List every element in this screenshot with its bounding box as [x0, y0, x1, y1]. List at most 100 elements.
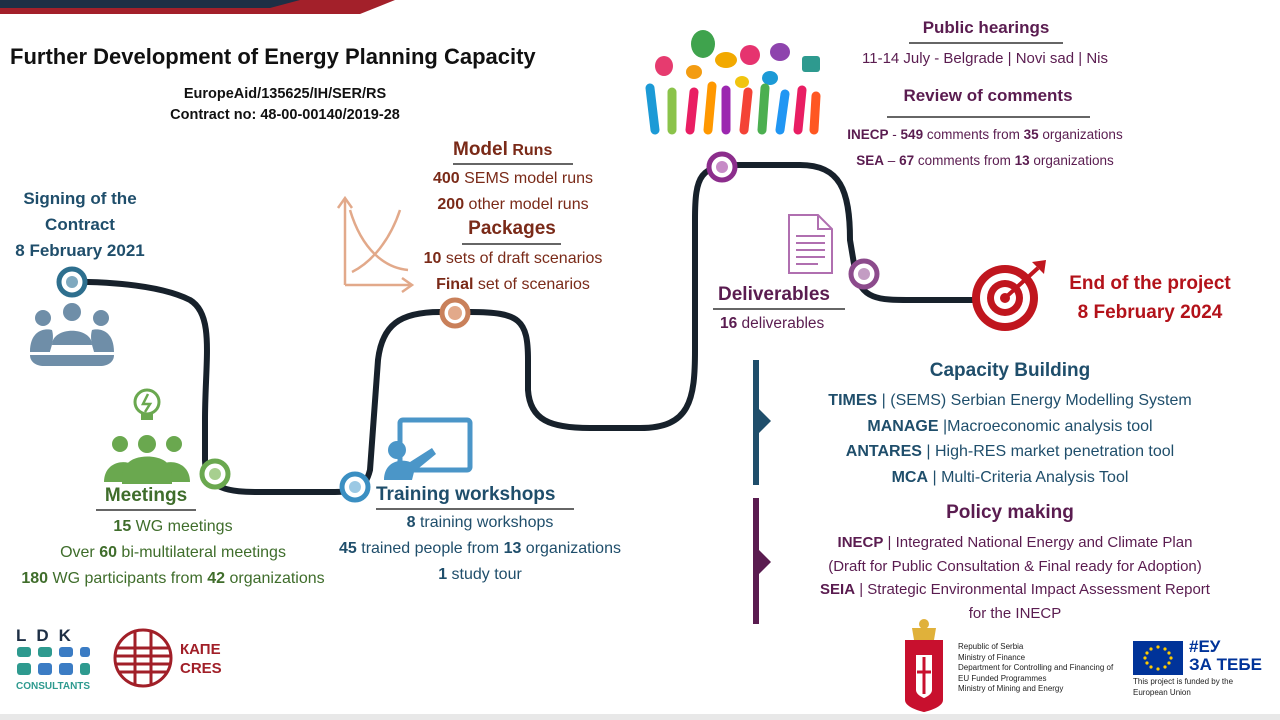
gov-line-1: Republic of Serbia: [958, 642, 1024, 651]
capacity-building-heading: Capacity Building: [929, 360, 1091, 381]
sea-comments-count: 67: [899, 153, 915, 168]
training-heading: Training workshops: [376, 484, 556, 505]
training-line-3: 1 study tour: [300, 562, 660, 588]
mca-name: MCA: [891, 468, 929, 486]
milestone-training: [339, 471, 371, 503]
target-icon: [972, 260, 1046, 331]
seia-name: SEIA: [820, 581, 856, 598]
meetings-over: Over: [60, 544, 100, 561]
inecp-desc: Integrated National Energy and Climate P…: [895, 534, 1193, 551]
times-desc: (SEMS) Serbian Energy Modelling System: [890, 392, 1192, 409]
capacity-item-times: TIMES | (SEMS) Serbian Energy Modelling …: [790, 388, 1230, 414]
bilateral-label: bi-multilateral meetings: [116, 544, 286, 561]
contract-number: Contract no: 48-00-00140/2019-28: [170, 107, 400, 123]
deliverables-count: 16: [720, 315, 738, 332]
packages-line-1: 10 sets of draft scenarios: [383, 246, 643, 272]
model-word: Model: [453, 139, 508, 160]
training-orgs-label: organizations: [521, 540, 621, 557]
ldk-logo-caption: CONSULTANTS: [16, 681, 91, 692]
inecp-sep: |: [883, 534, 896, 551]
meetings-count: 15: [113, 518, 132, 535]
model-line-1: 400 SEMS model runs: [383, 166, 643, 192]
signing-line-2: Contract: [45, 215, 115, 234]
eu-funded-caption: This project is funded by the European U…: [1133, 677, 1263, 698]
packages-line-2: Final set of scenarios: [383, 272, 643, 298]
meetings-line-2: Over 60 bi-multilateral meetings: [0, 540, 346, 566]
inecp-name: INECP: [837, 534, 884, 551]
policy-making-heading: Policy making: [946, 502, 1074, 523]
capacity-building-list: TIMES | (SEMS) Serbian Energy Modelling …: [790, 388, 1230, 490]
public-hearings-heading: Public hearings: [922, 18, 1050, 37]
end-date: 8 February 2024: [1077, 302, 1223, 323]
runs-word: Runs: [507, 142, 553, 159]
ldk-letter-d: D: [36, 626, 59, 645]
raised-hands-icon: [645, 30, 821, 135]
meetings-label: WG meetings: [131, 518, 233, 535]
final-set-label: set of scenarios: [473, 276, 590, 293]
inecp-orgs-count: 35: [1023, 127, 1039, 142]
review-comments-heading: Review of comments: [903, 86, 1073, 105]
eu-flag: [1133, 641, 1183, 675]
final-word: Final: [436, 276, 474, 293]
top-banner-dark: [0, 0, 300, 8]
hearings-sep-2: |: [1078, 50, 1083, 67]
curve-chart-icon: [336, 195, 415, 294]
seia-desc: Strategic Environmental Impact Assessmen…: [867, 581, 1210, 598]
draft-sets-count: 10: [423, 250, 442, 267]
ldk-letter-l: L: [16, 626, 37, 645]
sea-orgs-count: 13: [1014, 153, 1030, 168]
model-runs-heading: Model Runs: [453, 139, 552, 161]
eu-hashtag-line-1: #ЕУ: [1189, 637, 1221, 656]
gov-line-5: Ministry of Mining and Energy: [958, 684, 1064, 693]
inecp-comments-label: comments from: [923, 127, 1024, 142]
capacity-item-mca: MCA | Multi-Criteria Analysis Tool: [790, 465, 1230, 491]
cres-logo-text: КАПЕ CRES: [180, 640, 222, 678]
bilateral-count: 60: [99, 544, 117, 561]
policy-inecp-line: INECP | Integrated National Energy and C…: [780, 531, 1250, 555]
training-line-2: 45 trained people from 13 organizations: [300, 536, 660, 562]
study-tour-label: study tour: [447, 566, 522, 583]
seia-sep: |: [855, 581, 868, 598]
model-line-2: 200 other model runs: [383, 192, 643, 218]
milestone-hearings: [706, 151, 738, 183]
government-text: Republic of Serbia Ministry of Finance D…: [958, 642, 1130, 695]
mca-sep: |: [928, 468, 942, 486]
deliverables-label: deliverables: [737, 315, 825, 332]
packages-details: 10 sets of draft scenarios Final set of …: [383, 246, 643, 298]
gov-line-4: EU Funded Programmes: [958, 673, 1047, 683]
manage-name: MANAGE: [867, 417, 939, 435]
inecp-orgs-label: organizations: [1038, 127, 1123, 142]
times-name: TIMES: [828, 392, 878, 409]
manage-sep: |: [938, 417, 948, 435]
timeline-path: [69, 162, 1003, 495]
signing-date: 8 February 2021: [15, 241, 145, 260]
presentation-board-icon: [384, 417, 473, 480]
other-runs-count: 200: [437, 196, 465, 213]
ldk-logo-letters: LDK: [16, 626, 81, 646]
antares-name: ANTARES: [845, 443, 922, 460]
model-runs-details: 400 SEMS model runs 200 other model runs: [383, 166, 643, 218]
review-sea-dash: –: [884, 153, 900, 168]
training-details: 8 training workshops 45 trained people f…: [300, 510, 660, 588]
deliverables-heading: Deliverables: [718, 284, 830, 305]
organizations-count: 42: [207, 570, 226, 587]
participants-label: WG participants from: [48, 570, 208, 587]
milestone-deliverables: [848, 258, 880, 290]
meetings-line-3: 180 WG participants from 42 organization…: [0, 566, 346, 592]
capacity-item-manage: MANAGE |Macroeconomic analysis tool: [790, 414, 1230, 440]
review-inecp-dash: -: [888, 127, 901, 142]
milestone-model-runs: [439, 297, 471, 329]
bottom-strip: [0, 714, 1280, 720]
end-of-project: End of the project 8 February 2024: [1045, 269, 1255, 327]
capacity-bracket: [753, 360, 771, 485]
milestone-signing: [56, 266, 88, 298]
cres-latin: CRES: [180, 660, 222, 677]
study-tour-count: 1: [438, 566, 448, 583]
sems-runs-label: SEMS model runs: [459, 170, 594, 187]
policy-seia-note: for the INECP: [968, 604, 1062, 622]
participants-count: 180: [21, 570, 49, 587]
trained-label: trained people from: [356, 540, 504, 557]
deliverables-details: 16 deliverables: [720, 315, 824, 333]
hearings-dates: 11-14 July - Belgrade | Novi sad | Nis: [830, 50, 1140, 67]
milestone-meetings: [199, 458, 231, 490]
